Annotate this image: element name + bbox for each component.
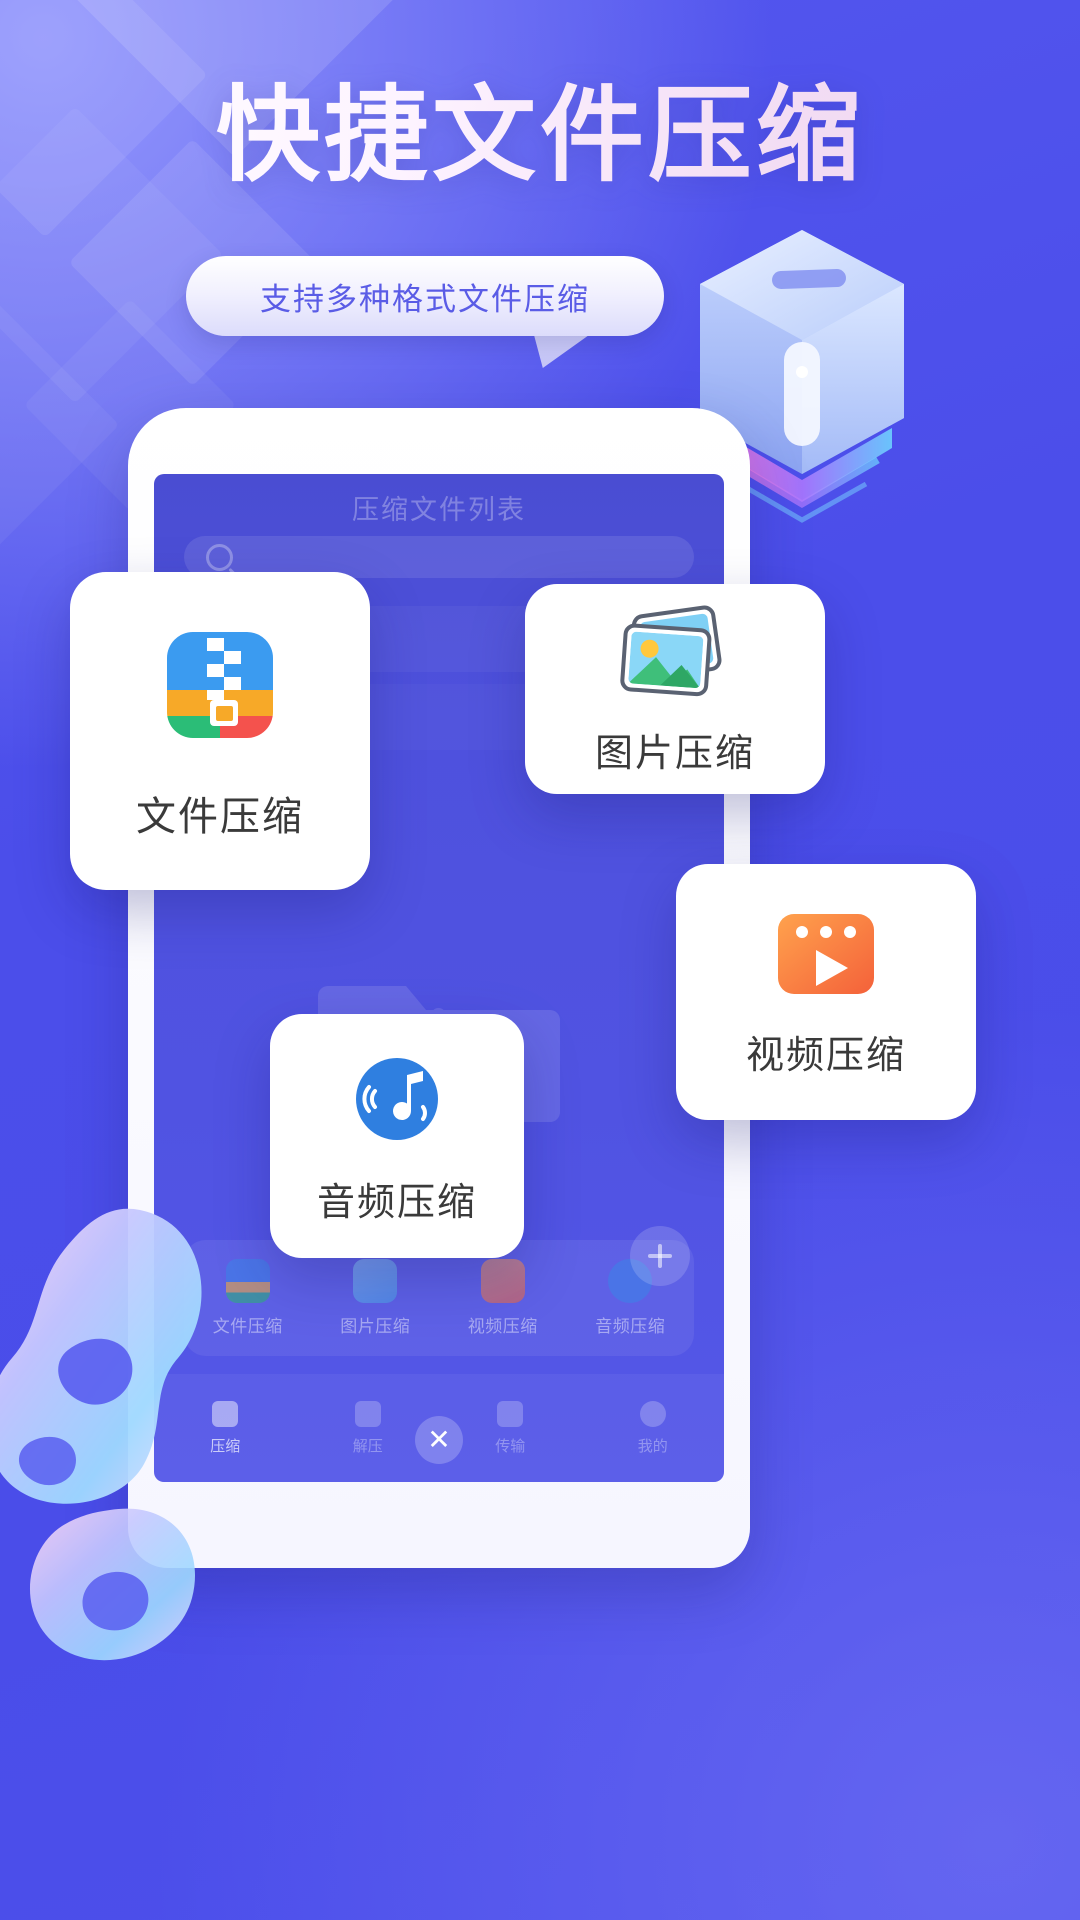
card-label: 文件压缩: [136, 795, 304, 839]
screen-title: 压缩文件列表: [352, 495, 526, 525]
nav-label: 解压: [352, 1437, 383, 1455]
screen-tab-label: 音频压缩: [595, 1317, 666, 1336]
screen-tab-label: 视频压缩: [467, 1317, 538, 1336]
subtitle-text: 支持多种格式文件压缩: [260, 281, 590, 317]
nav-item-extract[interactable]: 解压: [352, 1400, 383, 1456]
video-compress-icon: [770, 906, 882, 1002]
card-audio-compress[interactable]: 音频压缩: [270, 1014, 524, 1258]
search-input[interactable]: [184, 536, 694, 578]
audio-compress-icon: [345, 1047, 449, 1151]
screen-tab-strip[interactable]: 文件压缩 图片压缩 视频压缩 音频压缩: [184, 1240, 694, 1356]
image-compress-icon: [353, 1259, 398, 1303]
screen-tab-label: 文件压缩: [212, 1317, 283, 1336]
compress-icon: [212, 1400, 239, 1427]
card-video-compress[interactable]: 视频压缩: [676, 864, 976, 1120]
card-file-compress[interactable]: 文件压缩: [70, 572, 370, 890]
card-label: 音频压缩: [316, 1181, 477, 1224]
page-title: 快捷文件压缩: [0, 78, 1080, 194]
subtitle-pill: 支持多种格式文件压缩: [186, 256, 664, 336]
screen-tab-file[interactable]: 文件压缩: [213, 1259, 283, 1337]
bottom-navigation[interactable]: 压缩 解压 传输 我的: [154, 1374, 724, 1482]
file-compress-icon: [225, 1259, 270, 1303]
video-compress-icon: [480, 1259, 525, 1303]
nav-item-profile[interactable]: 我的: [637, 1400, 668, 1456]
screen-tab-image[interactable]: 图片压缩: [340, 1259, 410, 1337]
audio-compress-icon: [608, 1259, 653, 1303]
transfer-icon: [497, 1400, 524, 1427]
nav-label: 压缩: [210, 1437, 241, 1455]
card-image-compress[interactable]: 图片压缩: [525, 584, 825, 794]
card-label: 视频压缩: [745, 1034, 906, 1077]
nav-item-compress[interactable]: 压缩: [210, 1400, 241, 1456]
screen-tab-audio[interactable]: 音频压缩: [595, 1259, 665, 1337]
close-icon[interactable]: ✕: [415, 1416, 463, 1464]
profile-icon: [639, 1400, 666, 1427]
extract-icon: [354, 1400, 381, 1427]
iridescent-blob-icon: [0, 1180, 290, 1680]
card-label: 图片压缩: [594, 732, 755, 775]
nav-item-transfer[interactable]: 传输: [495, 1400, 526, 1456]
nav-label: 传输: [495, 1437, 526, 1455]
3d-compression-cube-icon: [688, 222, 916, 552]
add-button[interactable]: [630, 1226, 690, 1286]
screen-tab-label: 图片压缩: [340, 1317, 411, 1336]
nav-label: 我的: [637, 1437, 668, 1455]
screen-tab-video[interactable]: 视频压缩: [468, 1259, 538, 1337]
file-compress-icon: [155, 620, 285, 750]
search-icon: [206, 543, 233, 571]
image-compress-icon: [616, 602, 734, 702]
